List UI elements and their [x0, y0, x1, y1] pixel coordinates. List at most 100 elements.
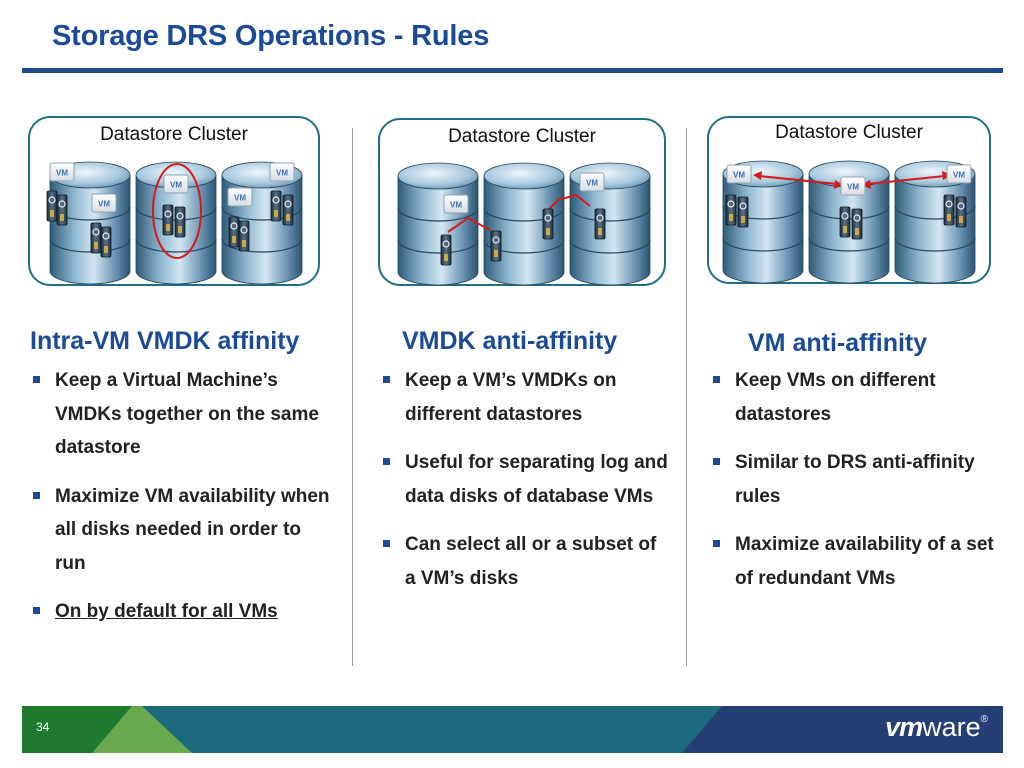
bullet-item: Can select all or a subset of a VM’s dis… — [380, 528, 670, 595]
virtual-disk-icon — [943, 194, 955, 226]
anti-affinity-link — [547, 193, 591, 211]
column-heading-vm-anti-affinity: VM anti-affinity — [748, 329, 928, 357]
vm-icon-label: VM — [733, 171, 745, 180]
cluster-label: Datastore Cluster — [448, 126, 596, 147]
vm-icon-label: VM — [170, 181, 182, 190]
column-heading-intra-vm-vmdk-affinity: Intra-VM VMDK affinity — [30, 327, 300, 355]
bullet-text: Useful for separating log and data disks… — [405, 452, 668, 507]
bullet-list: Keep a VM’s VMDKs on different datastore… — [380, 364, 670, 610]
bullet-text: Similar to DRS anti-affinity rules — [735, 452, 975, 507]
vm-icon-label: VM — [56, 169, 68, 178]
bullet-marker — [713, 540, 720, 547]
bullet-marker — [33, 607, 40, 614]
virtual-disk-icon — [737, 196, 749, 228]
vm-icon: VM — [840, 176, 866, 196]
bullet-text: Can select all or a subset of a VM’s dis… — [405, 534, 657, 589]
bullet-item: Similar to DRS anti-affinity rules — [710, 446, 1000, 513]
virtual-disk-icon — [162, 204, 174, 236]
cluster-label: Datastore Cluster — [100, 124, 248, 145]
datastore-cluster-panel: Datastore Cluster VM VM VM VM VM — [28, 116, 320, 286]
bullet-text: Maximize VM availability when all disks … — [55, 485, 330, 574]
vm-icon-label: VM — [586, 179, 598, 188]
affinity-highlight-ring — [152, 163, 202, 259]
virtual-disk-icon — [238, 220, 250, 252]
bullet-text: Keep a VM’s VMDKs on different datastore… — [405, 370, 617, 425]
vm-icon: VM — [726, 164, 752, 184]
virtual-disk-icon — [228, 216, 240, 248]
datastore-cluster-diagram: VM VM — [397, 162, 651, 286]
virtual-disk-icon — [839, 206, 851, 238]
bullet-item: Keep a VM’s VMDKs on different datastore… — [380, 364, 670, 431]
virtual-disk-icon — [100, 226, 112, 258]
bullet-text: Keep a Virtual Machine’s VMDKs together … — [55, 370, 319, 458]
vmware-logo: vmware® — [885, 712, 988, 743]
virtual-disk-icon — [270, 190, 282, 222]
vm-icon-label: VM — [276, 169, 288, 178]
datastore-cluster-panel: Datastore Cluster VM VM VM — [707, 116, 991, 284]
bullet-marker — [33, 376, 40, 383]
virtual-disk-icon — [490, 230, 502, 262]
anti-affinity-arrow — [758, 175, 838, 185]
bullet-item: On by default for all VMs — [30, 595, 335, 629]
vm-icon-label: VM — [234, 194, 246, 203]
virtual-disk-icon — [174, 206, 186, 238]
bullet-text: Keep VMs on different datastores — [735, 370, 936, 425]
virtual-disk-icon — [440, 234, 452, 266]
arrowhead — [753, 171, 762, 180]
cluster-label: Datastore Cluster — [775, 122, 923, 143]
vm-icon: VM — [579, 172, 605, 192]
anti-affinity-link — [447, 216, 491, 233]
virtual-disk-icon — [955, 196, 967, 228]
bullet-item: Keep a Virtual Machine’s VMDKs together … — [30, 364, 335, 465]
virtual-disk-icon — [851, 208, 863, 240]
bullet-text-underlined: On by default for all VMs — [55, 601, 278, 622]
arrowhead — [861, 180, 871, 189]
virtual-disk-icon — [725, 194, 737, 226]
bullet-marker — [383, 540, 390, 547]
virtual-disk-icon — [542, 208, 554, 240]
bullet-marker — [713, 376, 720, 383]
bullet-text: Maximize availability of a set of redund… — [735, 534, 994, 589]
bullet-item: Maximize VM availability when all disks … — [30, 480, 335, 581]
title-underline — [22, 68, 1003, 73]
virtual-disk-icon — [46, 190, 58, 222]
bullet-marker — [33, 491, 40, 499]
page-number: 34 — [36, 720, 50, 734]
vm-icon-label: VM — [847, 183, 859, 192]
bullet-marker — [383, 376, 390, 383]
bullet-item: Useful for separating log and data disks… — [380, 446, 670, 513]
logo-ware: ware — [922, 712, 981, 742]
vm-icon: VM — [946, 164, 972, 184]
virtual-disk-icon — [90, 222, 102, 254]
logo-registered-mark: ® — [980, 714, 988, 725]
virtual-disk-icon — [594, 208, 606, 240]
vm-icon-label: VM — [953, 171, 965, 180]
datastore-cluster-diagram: VM VM VM — [722, 160, 976, 284]
datastore-cluster-diagram: VM VM VM VM VM — [46, 161, 303, 285]
bullet-list: Keep VMs on different datastores Similar… — [710, 364, 1000, 610]
vm-icon-label: VM — [98, 200, 110, 209]
column-divider-left — [352, 128, 353, 666]
virtual-disk-icon — [282, 194, 294, 226]
vm-icon-label: VM — [450, 201, 462, 210]
datastore-cluster-panel: Datastore Cluster VM VM — [378, 118, 666, 286]
bullet-list: Keep a Virtual Machine’s VMDKs together … — [30, 364, 335, 644]
anti-affinity-arrow — [866, 175, 946, 185]
column-divider-right — [686, 128, 687, 666]
bullet-marker — [713, 458, 720, 465]
footer-band-deep-green — [22, 706, 132, 753]
vm-icon: VM — [443, 194, 469, 214]
datastore-icon — [397, 162, 479, 286]
vm-icon: VM — [227, 187, 253, 207]
footer-band-navy — [682, 706, 1003, 753]
slide-title: Storage DRS Operations - Rules — [52, 20, 490, 52]
bullet-marker — [383, 458, 390, 465]
bullet-item: Maximize availability of a set of redund… — [710, 528, 1000, 595]
column-heading-vmdk-anti-affinity: VMDK anti-affinity — [402, 327, 618, 355]
vm-icon: VM — [163, 174, 189, 194]
bullet-item: Keep VMs on different datastores — [710, 364, 1000, 431]
logo-vm: vm — [885, 712, 923, 742]
vm-icon: VM — [269, 162, 295, 182]
arrowhead — [834, 180, 843, 189]
footer-bar — [22, 706, 1003, 753]
